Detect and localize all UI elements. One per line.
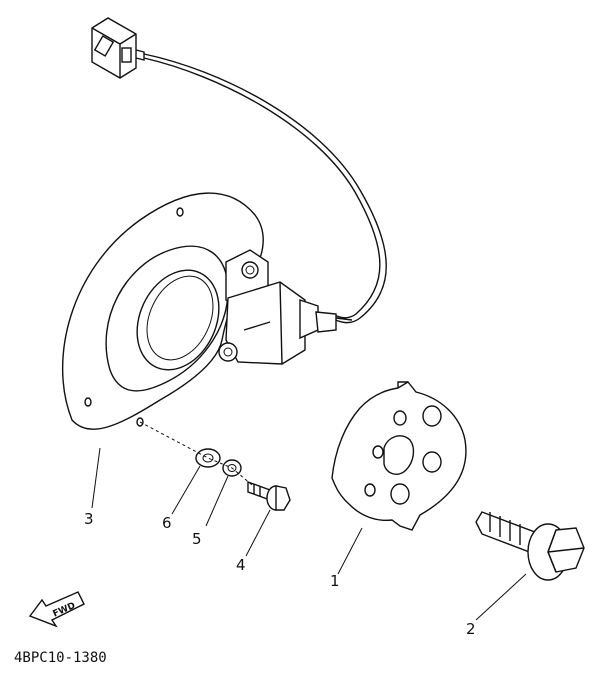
callout-5: 5 (192, 530, 202, 548)
screw-part-4 (247, 481, 291, 511)
fwd-arrow-icon: FWD (28, 591, 85, 628)
plain-washer-part-6 (195, 448, 221, 468)
callout-3: 3 (84, 510, 94, 528)
callout-2: 2 (466, 620, 476, 638)
leader-lines (91, 447, 527, 621)
pickup-plate-part-3 (61, 192, 353, 430)
assembly-axis-line (139, 421, 253, 486)
wire-harness-connector (91, 17, 387, 324)
callout-6: 6 (162, 514, 172, 532)
rotor-plate-part-1 (331, 381, 467, 531)
callout-1: 1 (330, 572, 340, 590)
flange-bolt-part-2 (475, 511, 585, 581)
callout-4: 4 (236, 556, 246, 574)
drawing-code: 4BPC10-1380 (14, 650, 107, 666)
